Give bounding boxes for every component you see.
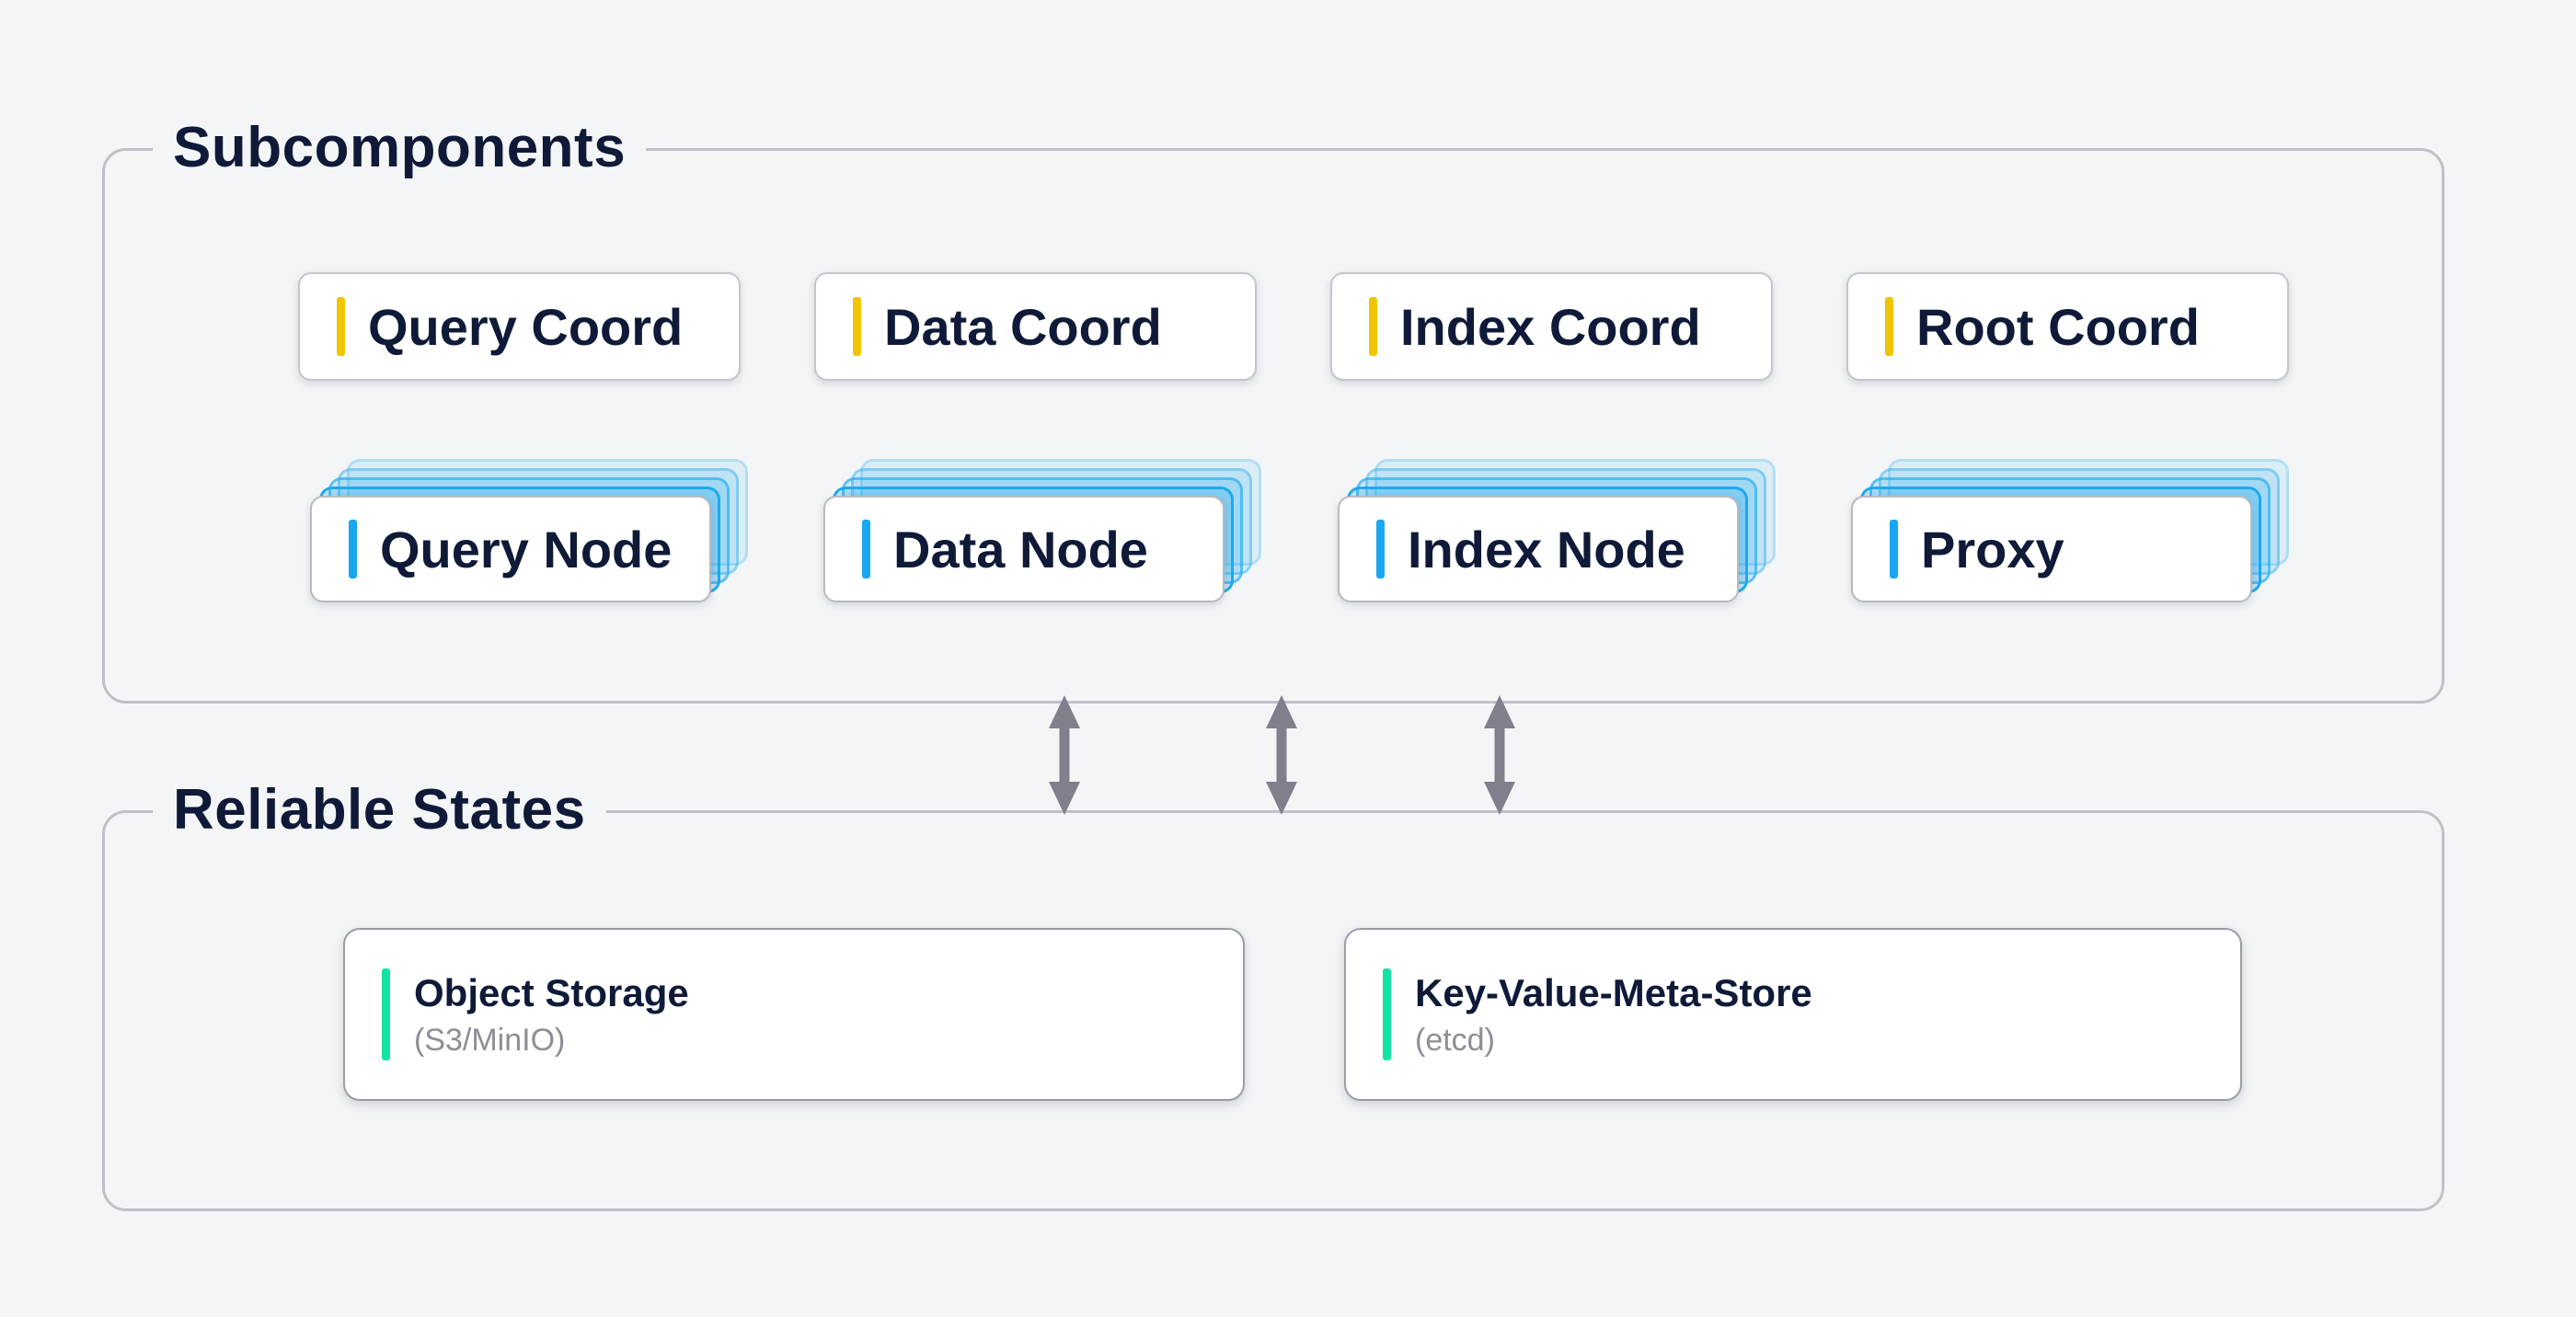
coord-card-label: Data Coord [884,297,1162,356]
coord-card-label: Index Coord [1400,297,1701,356]
store-card-title: Key-Value-Meta-Store [1415,970,1812,1014]
store-card-text: Object Storage (S3/MinIO) [414,971,689,1059]
coordinator-accent-bar-icon [1369,297,1377,356]
coord-card-label: Root Coord [1916,297,2200,356]
node-card-data: Data Node [823,496,1225,602]
node-card-label: Index Node [1408,520,1685,578]
node-card-proxy: Proxy [1851,496,2252,602]
node-stack-query: Query Node [310,459,748,602]
coord-card-data: Data Coord [814,272,1257,381]
node-card-label: Proxy [1921,520,2064,578]
worker-accent-bar-icon [1890,520,1898,578]
node-stack-index: Index Node [1338,459,1776,602]
node-card-index: Index Node [1338,496,1739,602]
coord-card-query: Query Coord [298,272,741,381]
node-card-query: Query Node [310,496,711,602]
coord-card-index: Index Coord [1330,272,1773,381]
coordinator-accent-bar-icon [337,297,345,356]
store-card-title: Object Storage [414,970,689,1014]
coord-card-root: Root Coord [1846,272,2289,381]
reliable-states-group: Reliable States Object Storage (S3/MinIO… [102,778,2444,1211]
node-card-label: Query Node [380,520,673,578]
store-card-object-storage: Object Storage (S3/MinIO) [343,928,1245,1101]
worker-accent-bar-icon [1376,520,1385,578]
subcomponents-group: Subcomponents Query Coord Data Coord Ind… [102,116,2444,704]
coordinator-accent-bar-icon [1885,297,1893,356]
store-card-text: Key-Value-Meta-Store (etcd) [1415,971,1812,1059]
store-accent-bar-icon [382,968,390,1060]
coordinator-accent-bar-icon [853,297,861,356]
reliable-states-group-title: Reliable States [153,778,606,842]
store-card-key-value-meta-store: Key-Value-Meta-Store (etcd) [1344,928,2242,1101]
store-card-subtitle: (etcd) [1415,1022,1495,1058]
node-stack-proxy: Proxy [1851,459,2289,602]
node-card-label: Data Node [893,520,1148,578]
coord-card-label: Query Coord [368,297,684,356]
worker-accent-bar-icon [862,520,870,578]
node-stack-data: Data Node [823,459,1261,602]
bidirectional-arrow-icon [1484,695,1515,815]
subcomponents-group-title: Subcomponents [153,116,647,180]
store-card-subtitle: (S3/MinIO) [414,1022,566,1058]
store-accent-bar-icon [1383,968,1391,1060]
bidirectional-arrow-icon [1266,695,1297,815]
bidirectional-arrow-icon [1049,695,1080,815]
worker-accent-bar-icon [349,520,357,578]
